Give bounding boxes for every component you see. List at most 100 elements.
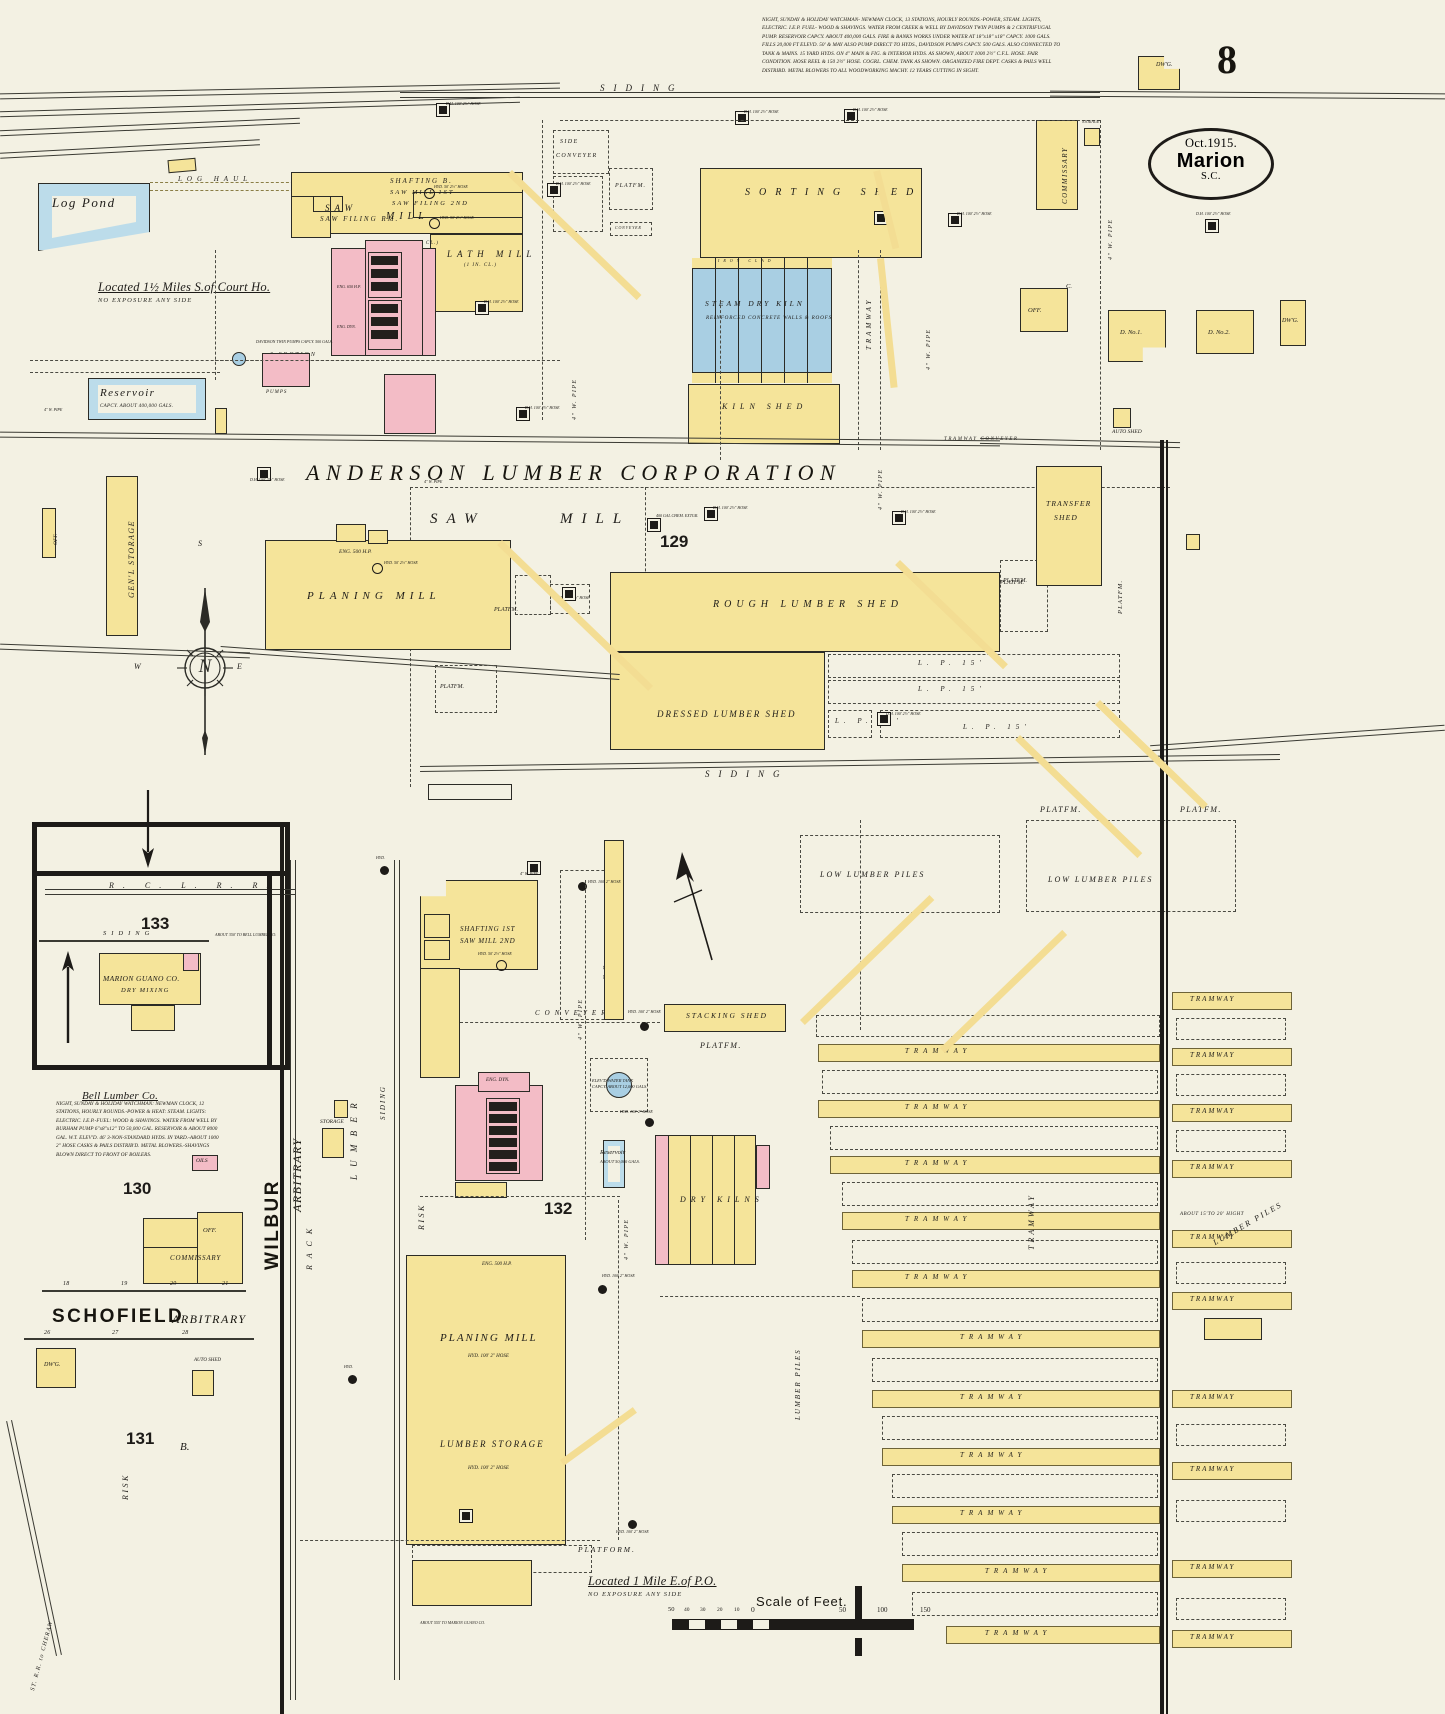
water-pipe-line	[720, 300, 721, 460]
platfm-label-6: PLATFM.	[1040, 805, 1082, 814]
tramway-label-right: TRAMWAY	[1190, 1163, 1236, 1171]
upper-location-line1: Located 1½ Miles S.of Court Ho.	[98, 280, 271, 294]
lumber-pile-right	[1176, 1598, 1286, 1620]
lumber-pile	[828, 680, 1120, 704]
lath-mill-sub-label: (1 IN. CL.)	[464, 263, 497, 268]
hydrant-note: D.H. 100' 2½" HOSE	[446, 101, 481, 106]
hydrant-note: D.H. 100' 2½" HOSE	[556, 181, 591, 186]
bell-lumber-heading: Bell Lumber Co.	[82, 1090, 159, 1102]
tramway-band	[818, 1100, 1160, 1118]
yard-boundary	[860, 820, 861, 1030]
saw-word-label: SAW	[325, 203, 358, 213]
dwelling-no2	[1196, 310, 1254, 354]
commissary-office-wing	[197, 1212, 243, 1284]
stacking-shed-label: STACKING SHED	[686, 1011, 768, 1020]
platfm-label-3: PLATFM.	[1003, 578, 1027, 584]
railroad-line	[0, 117, 300, 137]
platfm-label-5: PLATFM.	[440, 684, 464, 690]
tramway-label-right: TRAMWAY	[1190, 1107, 1236, 1115]
lot-number: 20	[170, 1281, 177, 1287]
reservoir-lower-inner	[608, 1146, 620, 1182]
lumber-pile-label: L. P. 15'	[918, 659, 986, 667]
wpipe-vertical-upper: 4" W. PIPE	[572, 378, 578, 420]
lot-number: 26	[44, 1330, 51, 1336]
transfer-shed-label-2: SHED	[1054, 513, 1078, 522]
rcl-railroad	[45, 889, 295, 895]
tramway-band-right	[1172, 992, 1292, 1010]
lumber-vertical-label: L U M B E R	[349, 1100, 359, 1180]
scale-bar	[672, 1619, 914, 1630]
lumber-pile-right	[1176, 1262, 1286, 1284]
compass-west-label: W	[134, 662, 141, 671]
auto-label: AUTO SHED	[1112, 429, 1142, 435]
inset-heavy-line-v	[267, 871, 272, 1065]
side-platform	[553, 130, 609, 174]
storage-lower	[322, 1128, 344, 1158]
genl-storage	[106, 476, 138, 636]
hydrant-note: HYD. 100' 2" HOSE	[616, 1529, 649, 1534]
dwelling-edge-label: DW'G.	[1282, 318, 1299, 324]
wpipe-vertical: 4" W. PIPE	[926, 328, 932, 370]
lot-number: 19	[121, 1281, 128, 1287]
lumber-pile-right	[1176, 1074, 1286, 1096]
small-shed-lower	[334, 1100, 348, 1118]
scale-post-upper	[855, 1586, 862, 1624]
lower-shed-bottom	[412, 1560, 532, 1606]
planing-mill-label: PLANING MILL	[307, 590, 441, 602]
reservoir-upper-label: Reservoir	[100, 387, 156, 399]
water-pipe-line	[585, 880, 586, 1240]
saw-word-middle: SAW	[430, 511, 486, 527]
office-building	[1020, 288, 1068, 332]
scale-seg	[673, 1620, 689, 1629]
hydrant-note: D.H. 100' 2½" HOSE	[744, 109, 779, 114]
lumber-pile-label: L. P. 15'	[918, 685, 986, 693]
conveyer-band	[560, 1407, 637, 1466]
kiln-iron-clad-strip	[692, 258, 832, 269]
water-pipe-line	[420, 1196, 620, 1197]
tramway-band-right	[1172, 1630, 1292, 1648]
kiln-annex-brick	[756, 1145, 770, 1189]
distance-to-marion-guano: ABOUT 555' TO MARION GUANO CO.	[420, 1620, 486, 1625]
lumber-pile-right	[1176, 1130, 1286, 1152]
engine-label: ENG. 650 H.P.	[337, 284, 361, 289]
shafting-b-label: SHAFTING B.	[390, 177, 453, 185]
yard-boundary	[660, 1296, 860, 1297]
tramway-label: TRAMWAY	[960, 1509, 1027, 1517]
railroad-siding	[1049, 90, 1445, 100]
tramway-label: TRAMWAY	[905, 1159, 972, 1167]
railroad-siding-lower	[1150, 724, 1445, 752]
tramway-band	[818, 1044, 1160, 1062]
street-schofield-qualifier: ARBITRARY	[172, 1312, 247, 1326]
scale-tick: 50	[839, 1606, 846, 1614]
lumber-storage-hose-note: HYD. 100' 2" HOSE	[468, 1466, 509, 1471]
tramway-band	[902, 1564, 1160, 1582]
lumber-piles-height-note: ABOUT 15'TO 20' HIGHT	[1180, 1212, 1244, 1217]
dwelling-edge	[1280, 300, 1306, 346]
platform-right	[1000, 560, 1048, 632]
title-cartouche: Oct.1915. Marion S.C.	[1148, 128, 1274, 200]
tramway-conveyer-label: TRAMWAY CONVEYER	[944, 437, 1019, 442]
boiler	[489, 1102, 517, 1111]
tramway-band-right	[1172, 1230, 1292, 1248]
yard-hydrant	[578, 882, 587, 891]
inset-siding	[39, 940, 209, 942]
yard-hydrant	[436, 103, 450, 117]
commissary-wing	[143, 1218, 205, 1248]
bell-lumber-heading-wrap: Bell Lumber Co.	[82, 1086, 158, 1104]
marion-guano-sub-label: DRY MIXING	[121, 987, 170, 994]
mill-word-label: MILL	[386, 211, 429, 222]
hydrant-note: D.H. 100' 2½" HOSE	[853, 107, 888, 112]
direction-arrow-lower	[673, 852, 713, 961]
transfer-shed	[1036, 466, 1102, 586]
north-arrow-inset	[142, 790, 154, 868]
property-boundary-right-2	[1166, 440, 1168, 1714]
office-annex-c: C.	[1066, 283, 1072, 290]
planing-mill-annex	[336, 524, 366, 542]
kiln-divider	[784, 258, 785, 383]
engine-dyn-lower	[478, 1072, 530, 1092]
yard-hydrant	[516, 407, 530, 421]
tramway-label-right: TRAMWAY	[1190, 1563, 1236, 1571]
small-shed	[1186, 534, 1200, 550]
block-number-132: 132	[544, 1199, 573, 1218]
lumber-pile-yard	[842, 1182, 1158, 1206]
